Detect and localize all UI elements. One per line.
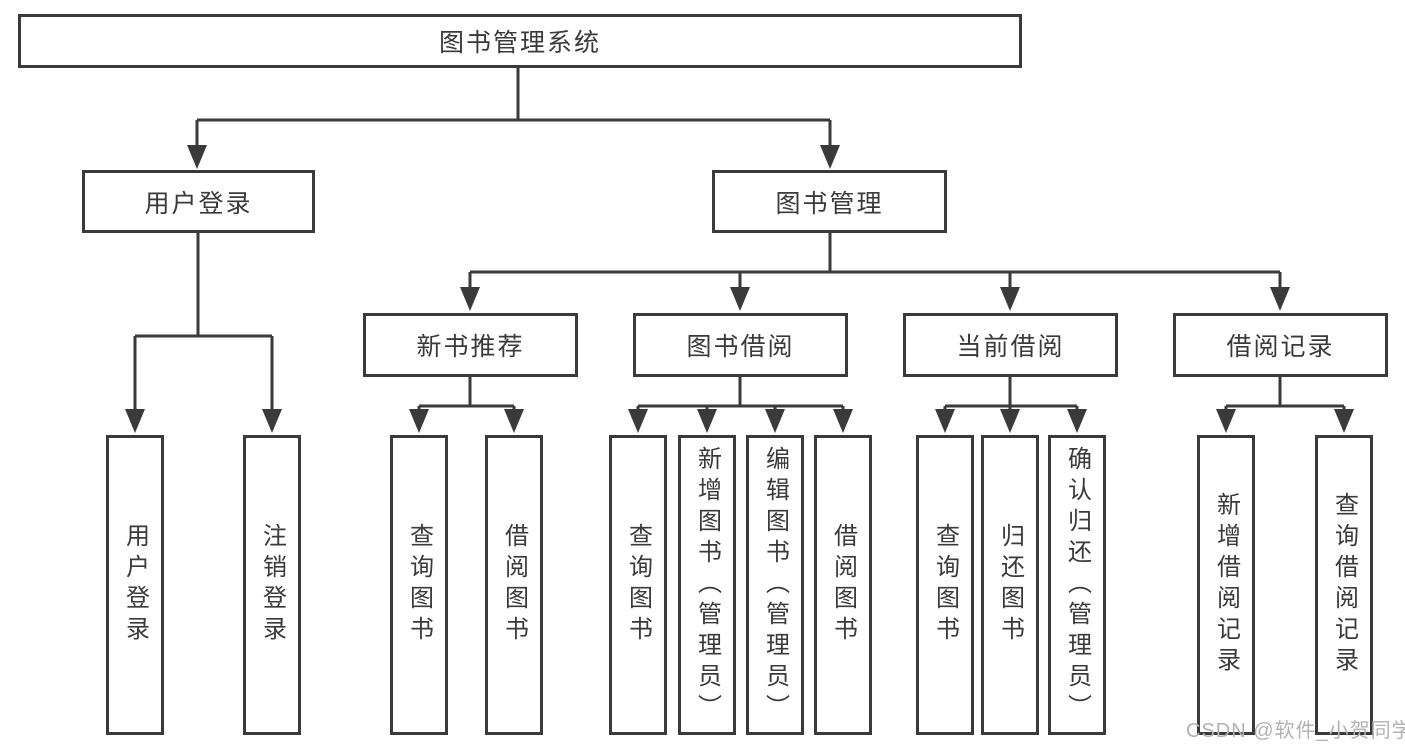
node-book-borrow: 图书借阅 (633, 313, 848, 377)
watermark: CSDN @软件_小贺同学 (1186, 720, 1405, 742)
node-borrow-records: 借阅记录 (1173, 313, 1388, 377)
leaf-add-borrow-record: 新增借阅记录 (1197, 435, 1255, 735)
leaf-borrow-books-recommend: 借阅图书 (485, 435, 543, 735)
arrowheads (125, 145, 1354, 433)
leaf-query-books-borrow: 查询图书 (609, 435, 667, 735)
leaf-add-book-admin: 新增图书（管理员） (678, 435, 736, 735)
node-new-book-recommend: 新书推荐 (363, 313, 578, 377)
node-current-borrow: 当前借阅 (903, 313, 1118, 377)
node-user-login: 用户登录 (82, 170, 315, 233)
leaf-query-borrow-record: 查询借阅记录 (1315, 435, 1373, 735)
node-book-management: 图书管理 (712, 170, 947, 233)
leaf-return-books: 归还图书 (981, 435, 1039, 735)
leaf-borrow-books: 借阅图书 (814, 435, 872, 735)
leaf-edit-book-admin: 编辑图书（管理员） (746, 435, 804, 735)
leaf-confirm-return-admin: 确认归还（管理员） (1048, 435, 1106, 735)
leaf-query-books-current: 查询图书 (916, 435, 974, 735)
leaf-query-books-recommend: 查询图书 (390, 435, 448, 735)
leaf-user-login: 用户登录 (106, 435, 164, 735)
leaf-logout: 注销登录 (243, 435, 301, 735)
node-root: 图书管理系统 (18, 14, 1022, 68)
